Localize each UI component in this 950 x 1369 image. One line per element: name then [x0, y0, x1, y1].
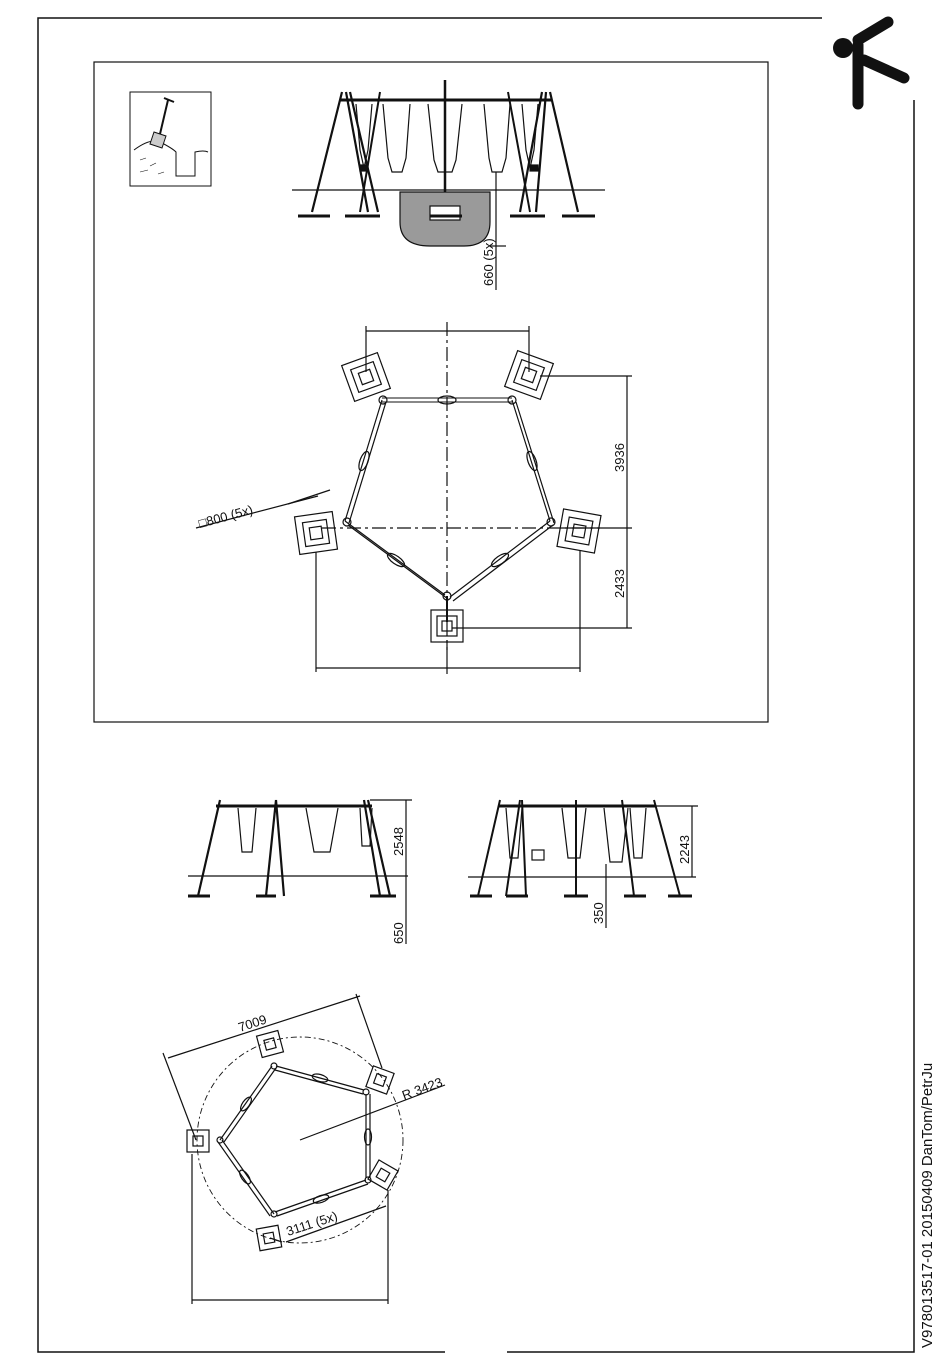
drawing-code: V978013517-01 20150409 DanTom/PetrJu — [919, 1063, 936, 1348]
side-view-left — [188, 800, 412, 944]
right-depth-label: 350 — [591, 902, 606, 924]
plan-height-upper-label: 3936 — [612, 443, 627, 472]
beam-length-label: 3111 (5x) — [284, 1208, 339, 1239]
playground-figure-logo — [833, 22, 904, 104]
side-view-right — [468, 800, 698, 928]
right-height-label: 2243 — [677, 835, 692, 864]
plan-height-lower-label: 2433 — [612, 569, 627, 598]
foundation-square-1 — [257, 1031, 284, 1058]
left-depth-label: 650 — [391, 922, 406, 944]
plan-view-top — [196, 322, 632, 674]
plan-radius-label: R 3423 — [400, 1074, 445, 1102]
foundation-square-4 — [368, 1160, 398, 1190]
left-height-label: 2548 — [391, 827, 406, 856]
elevation-view-top — [292, 80, 605, 290]
plan-view-bottom — [163, 994, 445, 1304]
foundation-square-5 — [256, 1225, 281, 1250]
foundation-block-3 — [295, 512, 338, 555]
shovel-dig-icon — [130, 92, 211, 186]
foundation-depth-label: 660 (5x) — [481, 238, 496, 286]
foundation-block-label: □800 (5x) — [197, 502, 255, 531]
foundation-block-4 — [557, 509, 601, 553]
foundation-square-3 — [187, 1130, 209, 1152]
